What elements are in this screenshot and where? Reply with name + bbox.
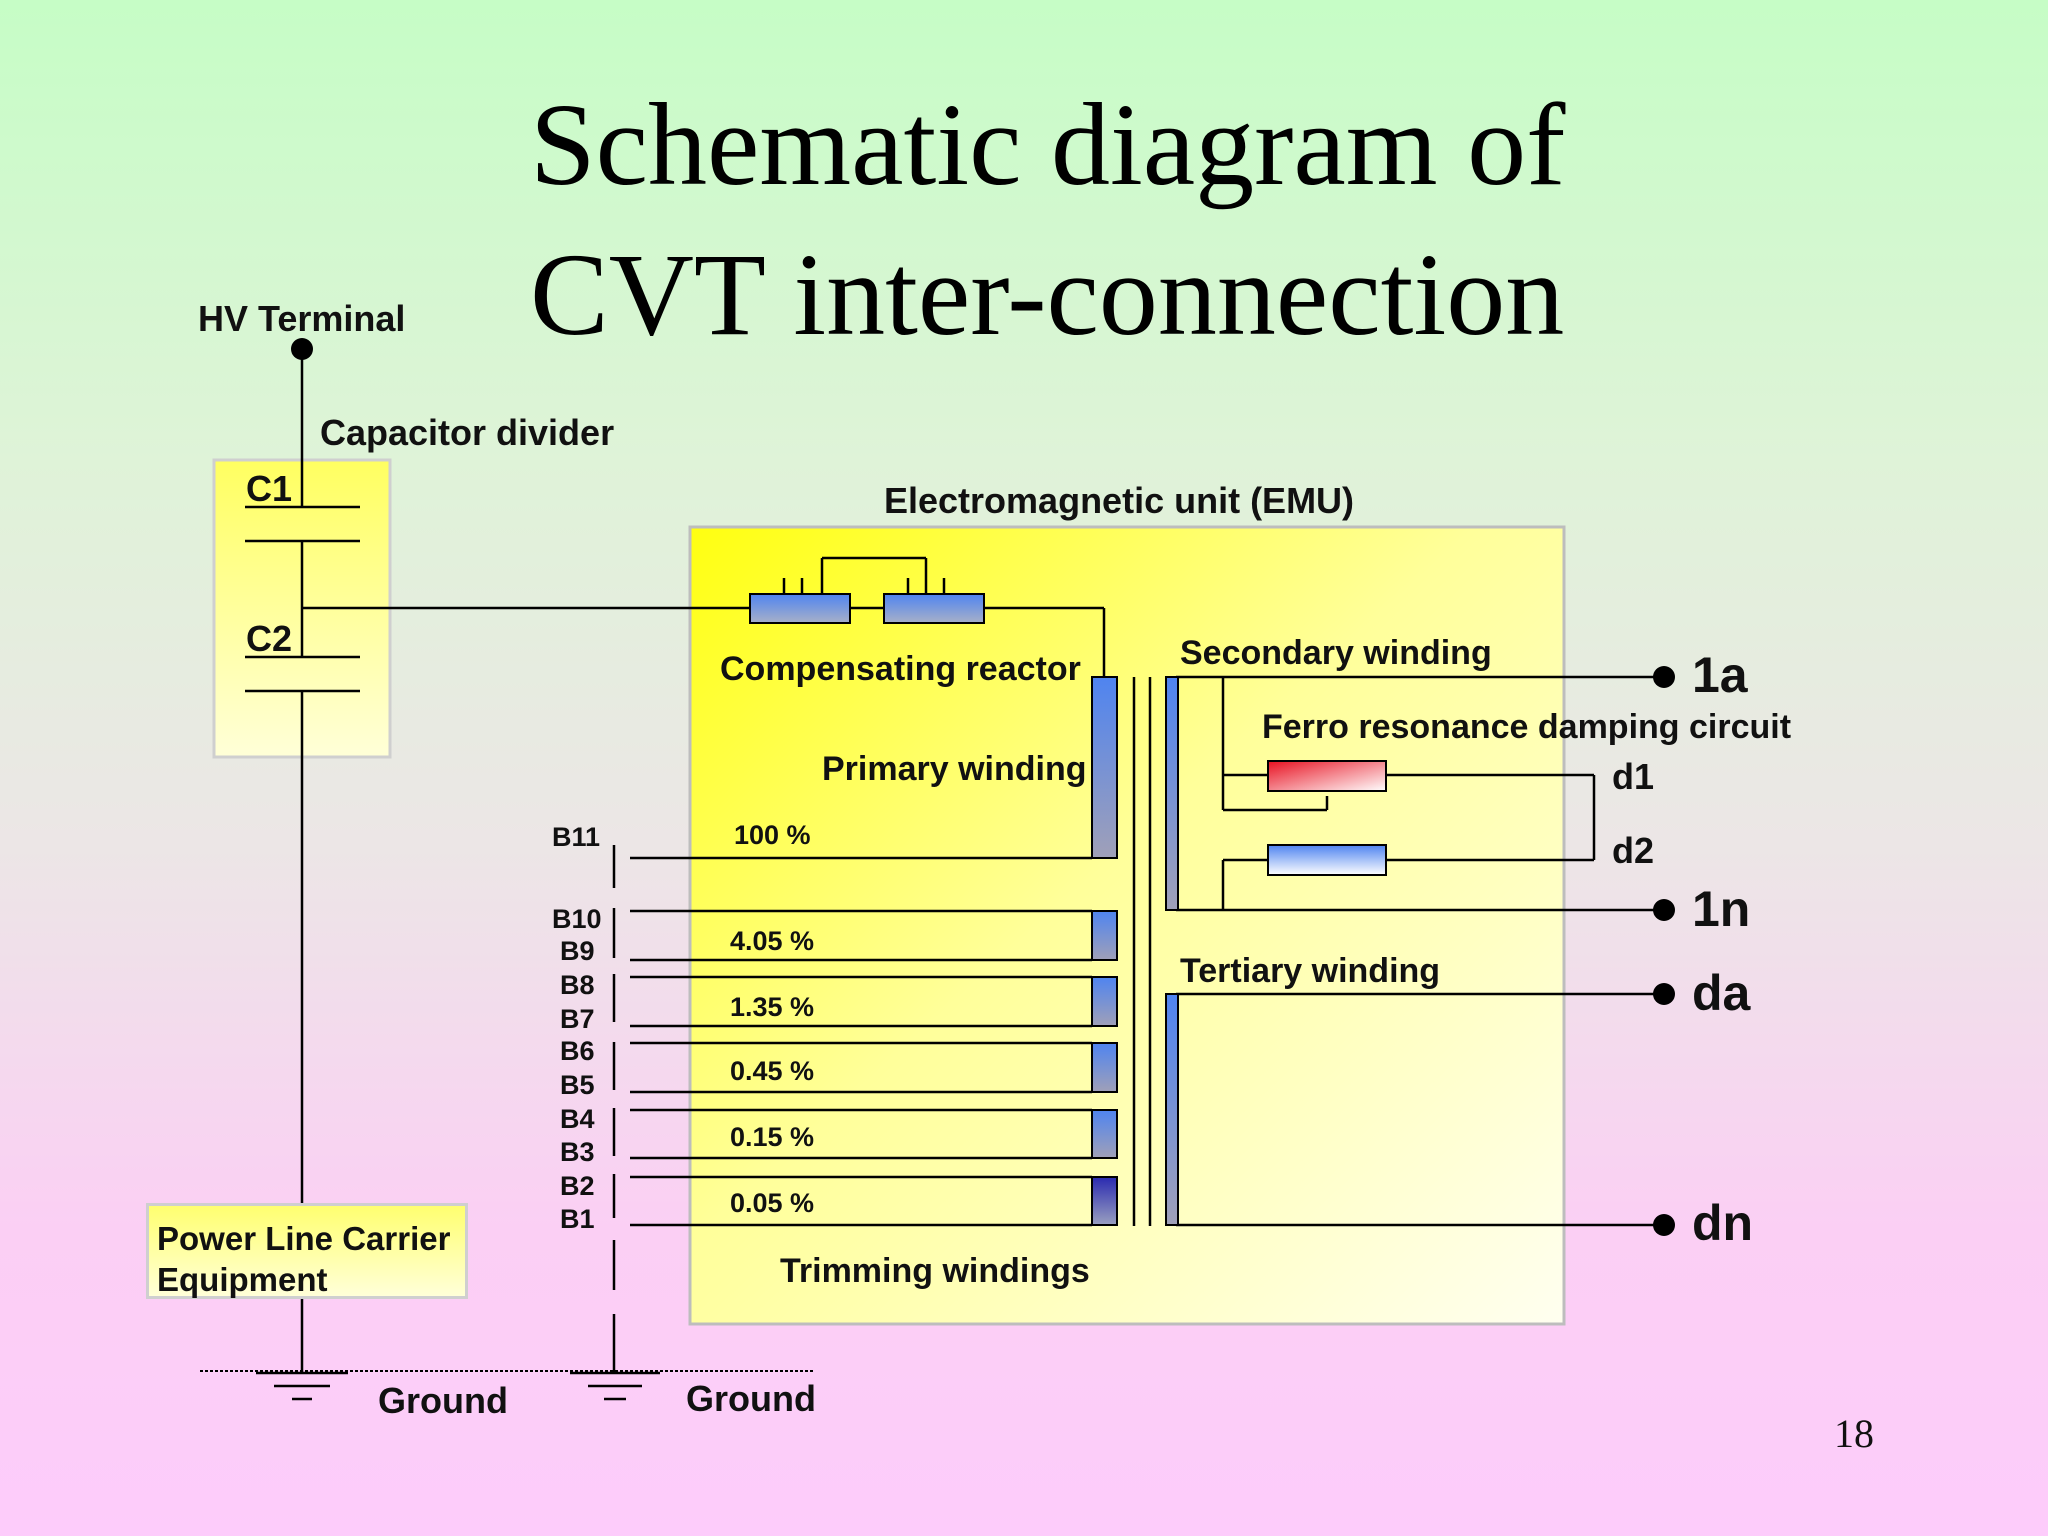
terminal-da-label: da (1692, 965, 1751, 1021)
reactor-coil-right (883, 593, 985, 624)
ground-left-label: Ground (378, 1380, 508, 1421)
secondary-winding-label: Secondary winding (1180, 634, 1492, 672)
terminal-1n-label: 1n (1692, 881, 1751, 937)
tertiary-winding-label: Tertiary winding (1180, 952, 1441, 990)
tap-label-b3: B3 (560, 1137, 595, 1167)
emu-label: Electromagnetic unit (EMU) (884, 480, 1355, 521)
tap-label-b1: B1 (560, 1204, 595, 1234)
terminal-dn-label: dn (1692, 1195, 1754, 1251)
c1-label: C1 (246, 468, 293, 509)
compensating-reactor-label: Compensating reactor (720, 650, 1081, 688)
terminal-1a-label: 1a (1692, 647, 1748, 703)
tap-label-b11: B11 (552, 822, 601, 852)
percent-0-05: 0.05 % (730, 1188, 815, 1218)
ferro-circuit-label: Ferro resonance damping circuit (1262, 708, 1792, 746)
tap-label-b4: B4 (560, 1104, 595, 1134)
hv-terminal-dot (291, 338, 313, 360)
tap-label-b6: B6 (560, 1036, 595, 1066)
trimming-winding-2 (1091, 976, 1118, 1027)
trimming-windings-label: Trimming windings (780, 1252, 1090, 1290)
tap-label-b9: B9 (560, 936, 595, 966)
capacitor-divider-label: Capacitor divider (320, 412, 615, 453)
terminal-d2-label: d2 (1612, 830, 1655, 871)
emu-box (688, 525, 1566, 1326)
percent-1-35: 1.35 % (730, 992, 815, 1022)
trimming-winding-3 (1091, 1042, 1118, 1093)
power-line-carrier-box: Power Line Carrier Equipment (146, 1203, 468, 1299)
c2-label: C2 (246, 618, 293, 659)
terminal-1a-dot (1653, 666, 1675, 688)
terminal-da-dot (1653, 983, 1675, 1005)
trimming-winding-1 (1091, 910, 1118, 961)
hv-terminal-label: HV Terminal (198, 298, 406, 339)
trimming-winding-4 (1091, 1109, 1118, 1159)
tap-label-b8: B8 (560, 970, 595, 1000)
damping-resistor-blue (1267, 844, 1387, 876)
primary-winding (1091, 676, 1118, 859)
power-line-carrier-label: Power Line Carrier Equipment (157, 1220, 451, 1298)
ground-right-label: Ground (686, 1378, 816, 1419)
terminal-d1-label: d1 (1612, 756, 1655, 797)
percent-100: 100 % (734, 820, 811, 850)
percent-4-05: 4.05 % (730, 926, 815, 956)
tap-label-b10: B10 (552, 904, 602, 934)
tap-label-b5: B5 (560, 1070, 595, 1100)
terminal-1n-dot (1653, 899, 1675, 921)
title-line-1: Schematic diagram of (530, 79, 1566, 210)
percent-0-15: 0.15 % (730, 1122, 815, 1152)
damping-resistor-red (1267, 760, 1387, 792)
tap-label-b7: B7 (560, 1004, 595, 1034)
reactor-coil-left (749, 593, 851, 624)
terminal-dn-dot (1653, 1214, 1675, 1236)
primary-winding-label: Primary winding (822, 750, 1087, 788)
percent-0-45: 0.45 % (730, 1056, 815, 1086)
trimming-winding-5 (1091, 1176, 1118, 1226)
title-line-2: CVT inter-connection (530, 229, 1565, 360)
slide-title: Schematic diagram of CVT inter-connectio… (530, 70, 1565, 370)
tap-label-b2: B2 (560, 1171, 595, 1201)
secondary-winding (1165, 676, 1179, 911)
tertiary-winding (1165, 993, 1179, 1226)
page-number: 18 (1834, 1411, 1874, 1456)
